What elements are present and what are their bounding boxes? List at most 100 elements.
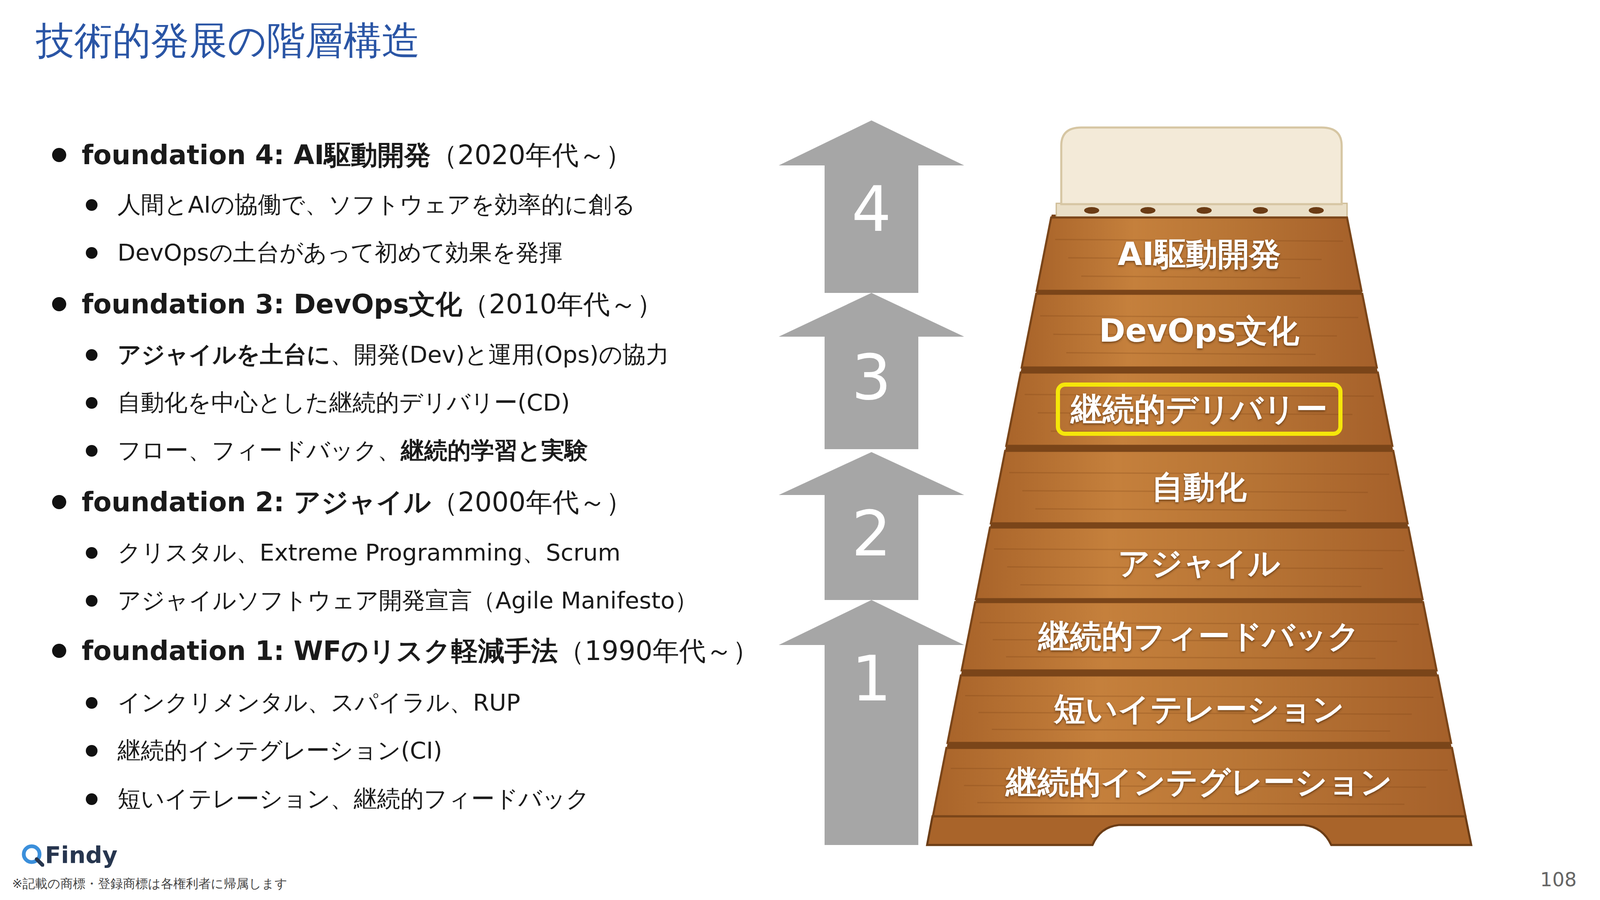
arrow-body xyxy=(778,452,965,600)
tier-text-wrap: 継続的フィードバック xyxy=(961,602,1437,671)
bullet-row: インクリメンタル、スパイラル、RUP xyxy=(85,682,521,724)
bullet-row: foundation 3: DevOps文化（2010年代～） xyxy=(52,283,664,325)
tier-text-wrap: AI駆動開発 xyxy=(1036,217,1362,291)
bullet-dot xyxy=(52,297,67,312)
tier-label: 継続的インテグレーション xyxy=(1005,759,1393,805)
trademark-note: ※記載の商標・登録商標は各権利者に帰属します xyxy=(12,875,288,893)
stud-dot xyxy=(1084,207,1100,214)
arrow-body xyxy=(778,120,965,293)
bullet-text: 人間とAIの協働で、ソフトウェアを効率的に創る xyxy=(117,189,636,221)
logo-icon xyxy=(20,843,45,867)
arrow-body xyxy=(778,292,965,450)
tier-text-wrap: アジャイル xyxy=(975,527,1423,600)
box-tier: アジャイル xyxy=(975,527,1423,600)
wood-grain xyxy=(1035,508,1347,511)
tier-plank xyxy=(1006,372,1393,446)
bullet-dot xyxy=(52,147,67,163)
tier-plank xyxy=(1036,217,1362,291)
era-note: （2020年代～） xyxy=(430,137,633,174)
tier-plank xyxy=(975,527,1423,600)
bullet-dot xyxy=(85,595,98,607)
box-silhouette xyxy=(932,214,1466,818)
tier-text-wrap: 継続的インテグレーション xyxy=(932,747,1466,817)
bullet-text: インクリメンタル、スパイラル、RUP xyxy=(117,687,521,719)
top-cushion xyxy=(1061,127,1342,205)
section-heading: foundation 3: DevOps文化 xyxy=(81,286,463,323)
bullet-text: 自動化を中心とした継続的デリバリー(CD) xyxy=(117,387,570,419)
tier-text-wrap: 継続的デリバリー xyxy=(1006,372,1393,446)
tier-label: AI駆動開発 xyxy=(1117,231,1281,277)
bullet-dot xyxy=(85,547,98,559)
tier-label: DevOps文化 xyxy=(1099,308,1300,354)
bullet-text: アジャイルを土台に xyxy=(117,339,331,371)
bullet-dot xyxy=(85,199,98,211)
bullet-row: foundation 4: AI駆動開発（2020年代～） xyxy=(52,134,633,176)
bullet-row: foundation 2: アジャイル（2000年代～） xyxy=(52,481,633,523)
section-heading: foundation 2: アジャイル xyxy=(81,484,432,521)
step-number: 1 xyxy=(778,641,965,717)
bullet-dot xyxy=(85,349,98,361)
tier-plank xyxy=(961,602,1437,671)
bullet-dot xyxy=(52,643,67,658)
box-tier: AI駆動開発 xyxy=(1036,217,1362,291)
bullet-dot xyxy=(85,697,98,709)
page-number: 108 xyxy=(1540,867,1577,892)
bullet-dot xyxy=(85,397,98,409)
bullet-row: DevOpsの土台があって初めて効果を発揮 xyxy=(85,232,563,274)
tier-label: 継続的デリバリー xyxy=(1055,382,1343,436)
era-note: （1990年代～） xyxy=(557,632,760,670)
tier-label: 自動化 xyxy=(1151,464,1247,510)
bullet-row: アジャイルを土台に、開発(Dev)と運用(Ops)の協力 xyxy=(85,334,670,376)
stud-dot xyxy=(1140,207,1156,214)
step-number: 2 xyxy=(778,496,965,572)
section-heading: foundation 1: WFのリスク軽減手法 xyxy=(81,632,558,670)
tier-text-wrap: 短いイテレーション xyxy=(947,675,1452,743)
logo-tail xyxy=(36,859,43,865)
tier-text-wrap: DevOps文化 xyxy=(1021,293,1377,368)
bullet-text: 継続的学習と実験 xyxy=(400,435,588,467)
wood-grain xyxy=(1020,585,1362,587)
bullet-row: 継続的インテグレーション(CI) xyxy=(85,730,443,772)
tier-label: アジャイル xyxy=(1117,540,1281,586)
wood-grain xyxy=(991,729,1390,732)
stud-dot xyxy=(1308,207,1324,214)
bullet-text: 継続的インテグレーション(CI) xyxy=(117,735,443,767)
stud-dot xyxy=(1196,207,1212,214)
tier-plank xyxy=(990,450,1408,524)
step-arrow: 4 xyxy=(778,120,965,293)
bullet-row: 人間とAIの協働で、ソフトウェアを効率的に創る xyxy=(85,184,636,226)
bullet-text: クリスタル、Extreme Programming、Scrum xyxy=(117,537,621,569)
bullet-dot xyxy=(52,495,67,510)
box-tier: 自動化 xyxy=(990,450,1408,524)
tier-text-wrap: 自動化 xyxy=(990,450,1408,524)
tier-label: 継続的フィードバック xyxy=(1038,613,1360,659)
bullet-text: 、開発(Dev)と運用(Ops)の協力 xyxy=(330,339,670,371)
bullet-text: 短いイテレーション、継続的フィードバック xyxy=(117,783,590,815)
box-tier: 継続的デリバリー xyxy=(1006,372,1393,446)
bullet-dot xyxy=(85,247,98,259)
bullet-dot xyxy=(85,793,98,805)
box-base xyxy=(927,816,1472,845)
cushion-strip xyxy=(1056,203,1348,218)
box-tier: 短いイテレーション xyxy=(947,675,1452,743)
stud-dot xyxy=(1252,207,1268,214)
bullet-dot xyxy=(85,445,98,457)
tier-plank xyxy=(932,747,1466,817)
bullet-dot xyxy=(85,745,98,757)
tier-plank xyxy=(1021,293,1377,368)
bullet-text: アジャイルソフトウェア開発宣言（Agile Manifesto） xyxy=(117,585,698,617)
bullet-text: フロー、フィードバック、 xyxy=(117,435,401,467)
bullet-row: 短いイテレーション、継続的フィードバック xyxy=(85,778,590,820)
bullet-row: クリスタル、Extreme Programming、Scrum xyxy=(85,532,621,574)
box-tier: 継続的フィードバック xyxy=(961,602,1437,671)
step-arrow: 3 xyxy=(778,292,965,450)
tier-label: 短いイテレーション xyxy=(1053,686,1345,732)
wood-grain xyxy=(1066,352,1316,355)
step-number: 4 xyxy=(778,171,965,247)
wood-grain xyxy=(1081,276,1301,278)
bullet-row: アジャイルソフトウェア開発宣言（Agile Manifesto） xyxy=(85,580,698,622)
wood-grain xyxy=(977,802,1405,805)
step-number: 3 xyxy=(778,340,965,415)
box-tier: DevOps文化 xyxy=(1021,293,1377,368)
